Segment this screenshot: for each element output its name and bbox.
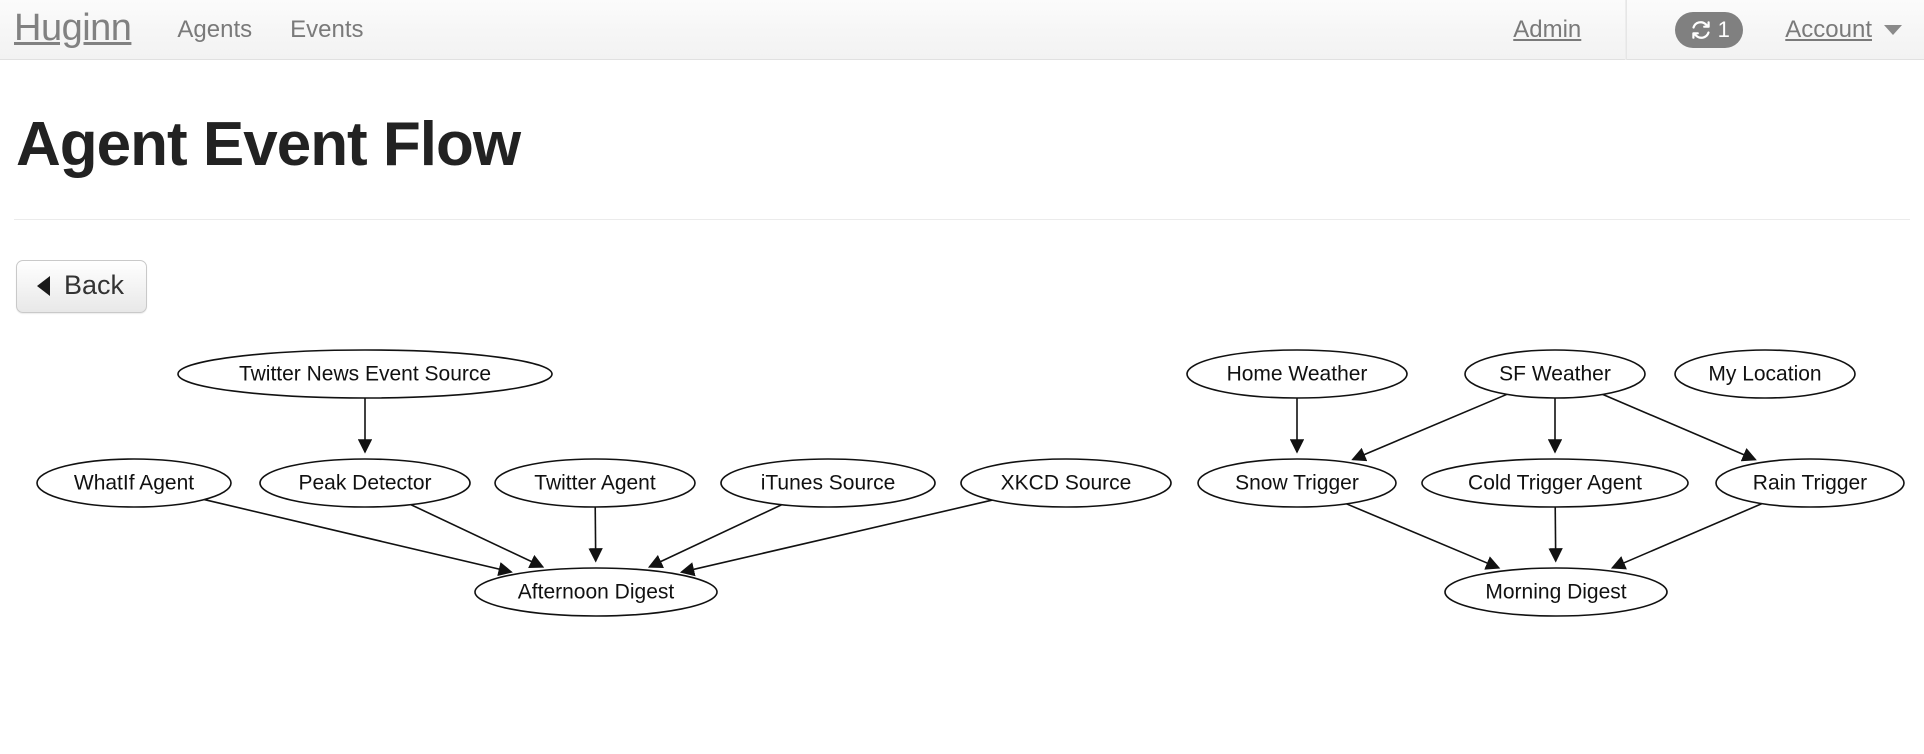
nav-account-label: Account: [1785, 15, 1872, 43]
graph-edge: [647, 504, 783, 569]
node-label: Peak Detector: [298, 472, 431, 495]
node-ellipse: [1674, 349, 1856, 399]
graph-node-cold_trigger_agent[interactable]: Cold Trigger Agent: [1421, 458, 1689, 508]
chevron-left-icon: [37, 275, 50, 296]
nav-link-events[interactable]: Events: [290, 15, 364, 43]
page-title: Agent Event Flow: [16, 110, 521, 179]
graph-edge: [204, 498, 513, 577]
graph-edge: [410, 503, 545, 569]
chevron-down-icon: [1884, 24, 1902, 35]
graph-edge: [1351, 393, 1508, 462]
node-label: My Location: [1708, 363, 1821, 386]
node-label: Twitter Agent: [534, 472, 656, 495]
graph-node-peak_detector[interactable]: Peak Detector: [259, 458, 471, 508]
graph-edges-layer: [204, 393, 1763, 577]
graph-edge: [588, 507, 603, 563]
graph-node-snow_trigger[interactable]: Snow Trigger: [1197, 458, 1397, 508]
back-button[interactable]: Back: [16, 260, 148, 314]
node-ellipse: [960, 458, 1172, 508]
node-ellipse: [1186, 349, 1408, 399]
node-label: Morning Digest: [1485, 581, 1626, 604]
node-label: Snow Trigger: [1235, 472, 1359, 495]
top-navbar: Huginn Agents Events Admin 1 Account: [0, 0, 1924, 60]
node-label: Home Weather: [1227, 363, 1368, 386]
graph-node-home_weather[interactable]: Home Weather: [1186, 349, 1408, 399]
node-label: SF Weather: [1499, 363, 1611, 386]
graph-node-itunes_source[interactable]: iTunes Source: [720, 458, 936, 508]
graph-edge: [1548, 507, 1563, 563]
title-divider: [14, 219, 1910, 221]
graph-edge: [1346, 503, 1501, 570]
node-ellipse: [36, 458, 232, 508]
node-label: WhatIf Agent: [74, 472, 194, 495]
graph-node-xkcd_source[interactable]: XKCD Source: [960, 458, 1172, 508]
status-badge-count: 1: [1717, 16, 1730, 42]
graph-node-afternoon_digest[interactable]: Afternoon Digest: [474, 567, 718, 617]
node-ellipse: [177, 349, 553, 399]
graph-node-my_location[interactable]: My Location: [1674, 349, 1856, 399]
node-ellipse: [494, 458, 696, 508]
graph-node-twitter_agent[interactable]: Twitter Agent: [494, 458, 696, 508]
node-label: Twitter News Event Source: [239, 363, 491, 386]
status-badge[interactable]: 1: [1675, 11, 1744, 48]
node-ellipse: [474, 567, 718, 617]
nav-link-agents[interactable]: Agents: [177, 15, 253, 43]
node-ellipse: [1464, 349, 1646, 399]
node-label: XKCD Source: [1001, 472, 1132, 495]
graph-node-twitter_news_event_source[interactable]: Twitter News Event Source: [177, 349, 553, 399]
node-label: iTunes Source: [761, 472, 896, 495]
node-ellipse: [1197, 458, 1397, 508]
node-ellipse: [1715, 458, 1905, 508]
graph-edge: [1602, 393, 1757, 462]
node-label: Cold Trigger Agent: [1468, 472, 1642, 495]
graph-edge: [679, 499, 993, 577]
nav-link-admin[interactable]: Admin: [1513, 15, 1582, 43]
node-ellipse: [1421, 458, 1689, 508]
node-label: Afternoon Digest: [518, 581, 675, 604]
worker-status-badge-wrap[interactable]: 1: [1627, 11, 1785, 48]
node-ellipse: [1444, 567, 1668, 617]
navbar-divider: [1625, 0, 1628, 60]
graph-edge: [1610, 502, 1763, 570]
page-container: Agent Event Flow Back Twitter News Event…: [0, 112, 1924, 635]
nav-account-dropdown[interactable]: Account: [1785, 15, 1924, 43]
graph-node-morning_digest[interactable]: Morning Digest: [1444, 567, 1668, 617]
node-label: Rain Trigger: [1753, 472, 1867, 495]
node-ellipse: [259, 458, 471, 508]
refresh-icon: [1689, 18, 1713, 42]
graph-node-rain_trigger[interactable]: Rain Trigger: [1715, 458, 1905, 508]
back-button-label: Back: [64, 270, 125, 301]
node-ellipse: [720, 458, 936, 508]
graph-node-whatif_agent[interactable]: WhatIf Agent: [36, 458, 232, 508]
brand-logo[interactable]: Huginn: [14, 6, 132, 49]
navbar-right-group: Admin 1 Account: [1513, 0, 1924, 60]
graph-node-sf_weather[interactable]: SF Weather: [1464, 349, 1646, 399]
